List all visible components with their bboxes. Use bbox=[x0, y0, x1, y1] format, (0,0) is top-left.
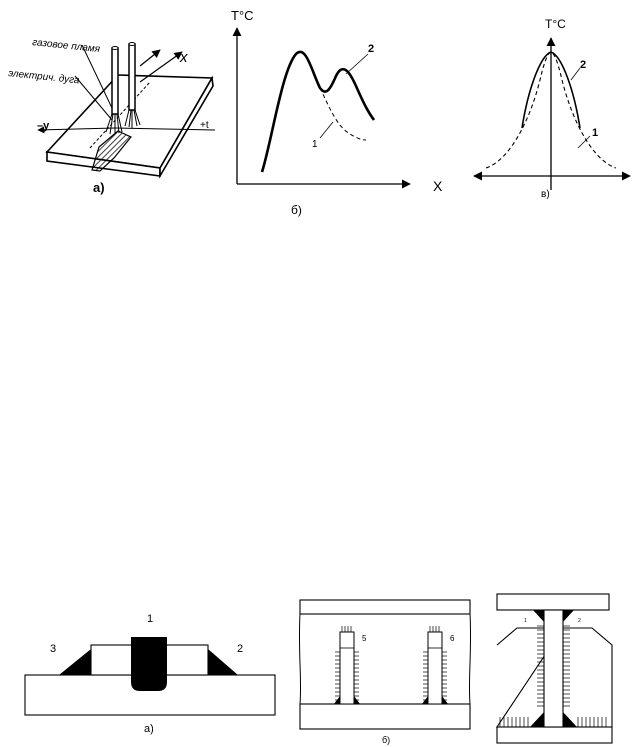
weld-section-a: 1 2 3 а) bbox=[24, 613, 276, 735]
label-axis-x: x bbox=[179, 49, 188, 66]
b-label-2: 2 bbox=[368, 43, 374, 55]
leader-gas bbox=[81, 44, 113, 109]
bottom-b-label-5: 5 bbox=[362, 634, 367, 643]
b-x-label: X bbox=[433, 178, 443, 194]
label-axis-t: +t bbox=[200, 120, 209, 131]
bottom-c-label-1: 1 bbox=[524, 618, 527, 624]
weld-top-left bbox=[533, 610, 544, 622]
leader-arc bbox=[74, 75, 113, 121]
label-axis-neg-y: –y bbox=[37, 120, 50, 132]
caption-v: в) bbox=[541, 189, 550, 200]
bottom-b-label-6: 6 bbox=[450, 634, 455, 643]
right-break-line bbox=[468, 613, 472, 705]
caption-a: а) bbox=[93, 180, 105, 195]
v-label-1: 1 bbox=[592, 127, 598, 139]
v-curve-1 bbox=[485, 51, 617, 169]
caption-bottom-a: а) bbox=[144, 723, 154, 735]
electrode bbox=[128, 43, 136, 111]
weld-top-right bbox=[563, 610, 574, 622]
weld-bottom-right bbox=[563, 712, 577, 727]
flame-strokes bbox=[105, 113, 123, 135]
bottom-c-label-2: 2 bbox=[578, 618, 581, 624]
motion-arrow bbox=[139, 49, 161, 67]
v-y-label: T°C bbox=[545, 17, 566, 31]
temperature-plot-b: T°C X 2 1 б) bbox=[231, 8, 443, 217]
b-label-1: 1 bbox=[312, 139, 318, 150]
b-curve-1 bbox=[319, 87, 367, 141]
top-flange-c bbox=[496, 593, 610, 611]
b-leader-1 bbox=[319, 121, 334, 139]
butt-weld-1 bbox=[131, 637, 167, 691]
left-break-line bbox=[298, 613, 302, 705]
weld-section-c: 1 2 bbox=[495, 593, 613, 744]
web-c bbox=[543, 609, 564, 728]
bottom-plate-b bbox=[299, 703, 471, 730]
arc-strokes bbox=[124, 109, 141, 128]
tick-marks-c bbox=[499, 625, 607, 727]
b-leader-2 bbox=[345, 53, 369, 75]
b-y-label: T°C bbox=[231, 8, 254, 23]
temperature-plot-v: T°C 2 1 в) bbox=[473, 17, 631, 200]
plate-side-face bbox=[159, 75, 214, 179]
fillet-weld-3 bbox=[59, 649, 91, 675]
bottom-a-label-3: 3 bbox=[50, 643, 56, 655]
fillet-weld-2 bbox=[208, 649, 238, 675]
x-axis-arrow bbox=[139, 51, 183, 83]
t-axis bbox=[114, 127, 216, 131]
v-leader-2 bbox=[570, 67, 581, 81]
top-flange-b bbox=[299, 599, 471, 615]
stiffener-5 bbox=[334, 631, 360, 705]
label-gas-flame: газовое пламя bbox=[32, 37, 101, 55]
bottom-plate-c bbox=[496, 726, 613, 744]
gas-torch bbox=[111, 47, 119, 115]
b-curve-2 bbox=[260, 50, 376, 173]
bottom-a-label-2: 2 bbox=[237, 643, 243, 655]
label-electric-arc: электрич. дуга bbox=[8, 68, 81, 86]
caption-bottom-b: б) bbox=[382, 735, 390, 745]
tick-marks-b bbox=[335, 626, 447, 701]
bottom-a-label-1: 1 bbox=[147, 613, 153, 625]
weld-bottom-left bbox=[530, 712, 544, 727]
caption-b: б) bbox=[291, 203, 302, 217]
neg-y-axis bbox=[37, 126, 116, 134]
weld-bead bbox=[91, 130, 132, 172]
v-leader-1 bbox=[577, 135, 591, 149]
weld-section-b: 5 6 б) bbox=[298, 599, 472, 745]
v-curve-2 bbox=[521, 51, 581, 129]
welding-sketch: газовое пламя электрич. дуга x –y +t а) bbox=[8, 37, 216, 195]
v-label-2: 2 bbox=[580, 59, 586, 71]
